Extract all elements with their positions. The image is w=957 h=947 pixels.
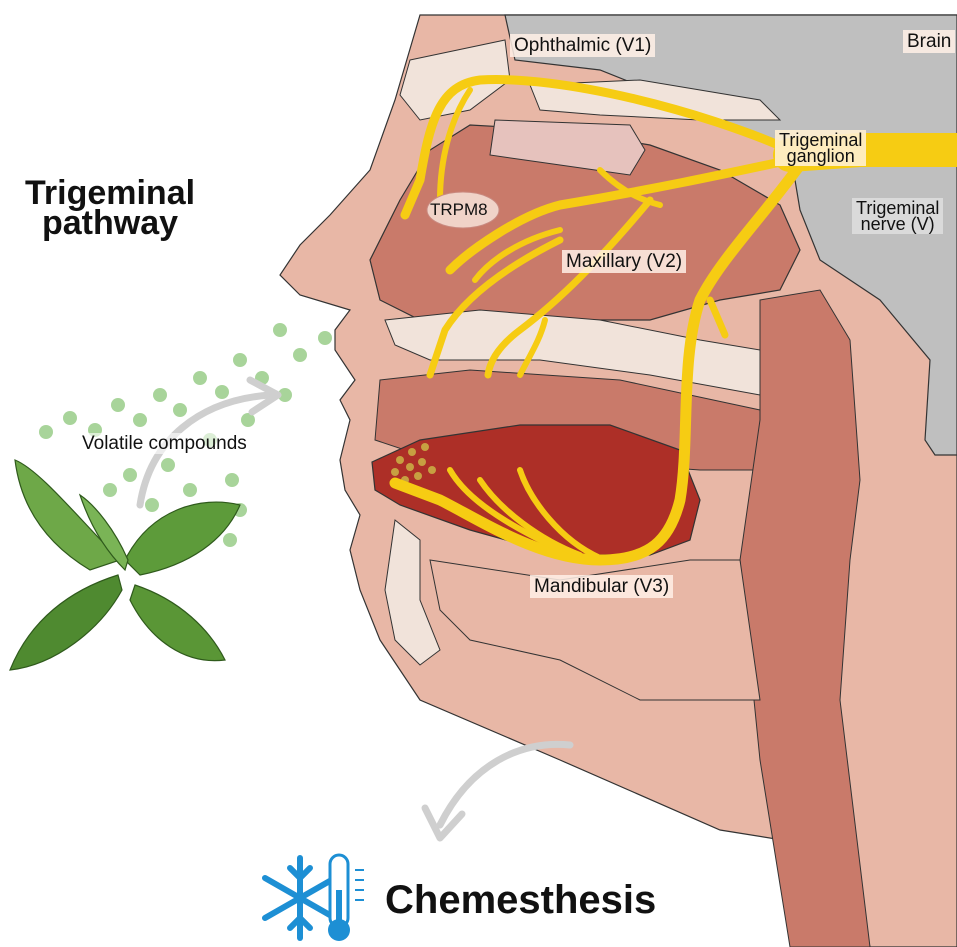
- chemesthesis-label: Chemesthesis: [385, 880, 656, 920]
- mandibular-label: Mandibular (V3): [530, 575, 673, 598]
- nerve-line2: nerve (V): [856, 216, 939, 232]
- nerve-label: Trigeminal nerve (V): [852, 198, 943, 234]
- mint-leaves: [10, 460, 240, 670]
- snowflake-icon: [265, 858, 335, 938]
- ophthalmic-label: Ophthalmic (V1): [510, 34, 655, 57]
- thermometer-icon: [328, 855, 364, 941]
- brain-label: Brain: [903, 30, 955, 53]
- volatile-label: Volatile compounds: [80, 433, 249, 454]
- maxillary-label: Maxillary (V2): [562, 250, 686, 273]
- ganglion-label: Trigeminal ganglion: [775, 130, 866, 166]
- diagram-title: Trigeminal pathway: [25, 178, 195, 238]
- title-line2: pathway: [25, 208, 195, 238]
- ganglion-line2: ganglion: [779, 148, 862, 164]
- trpm8-label: TRPM8: [430, 201, 488, 218]
